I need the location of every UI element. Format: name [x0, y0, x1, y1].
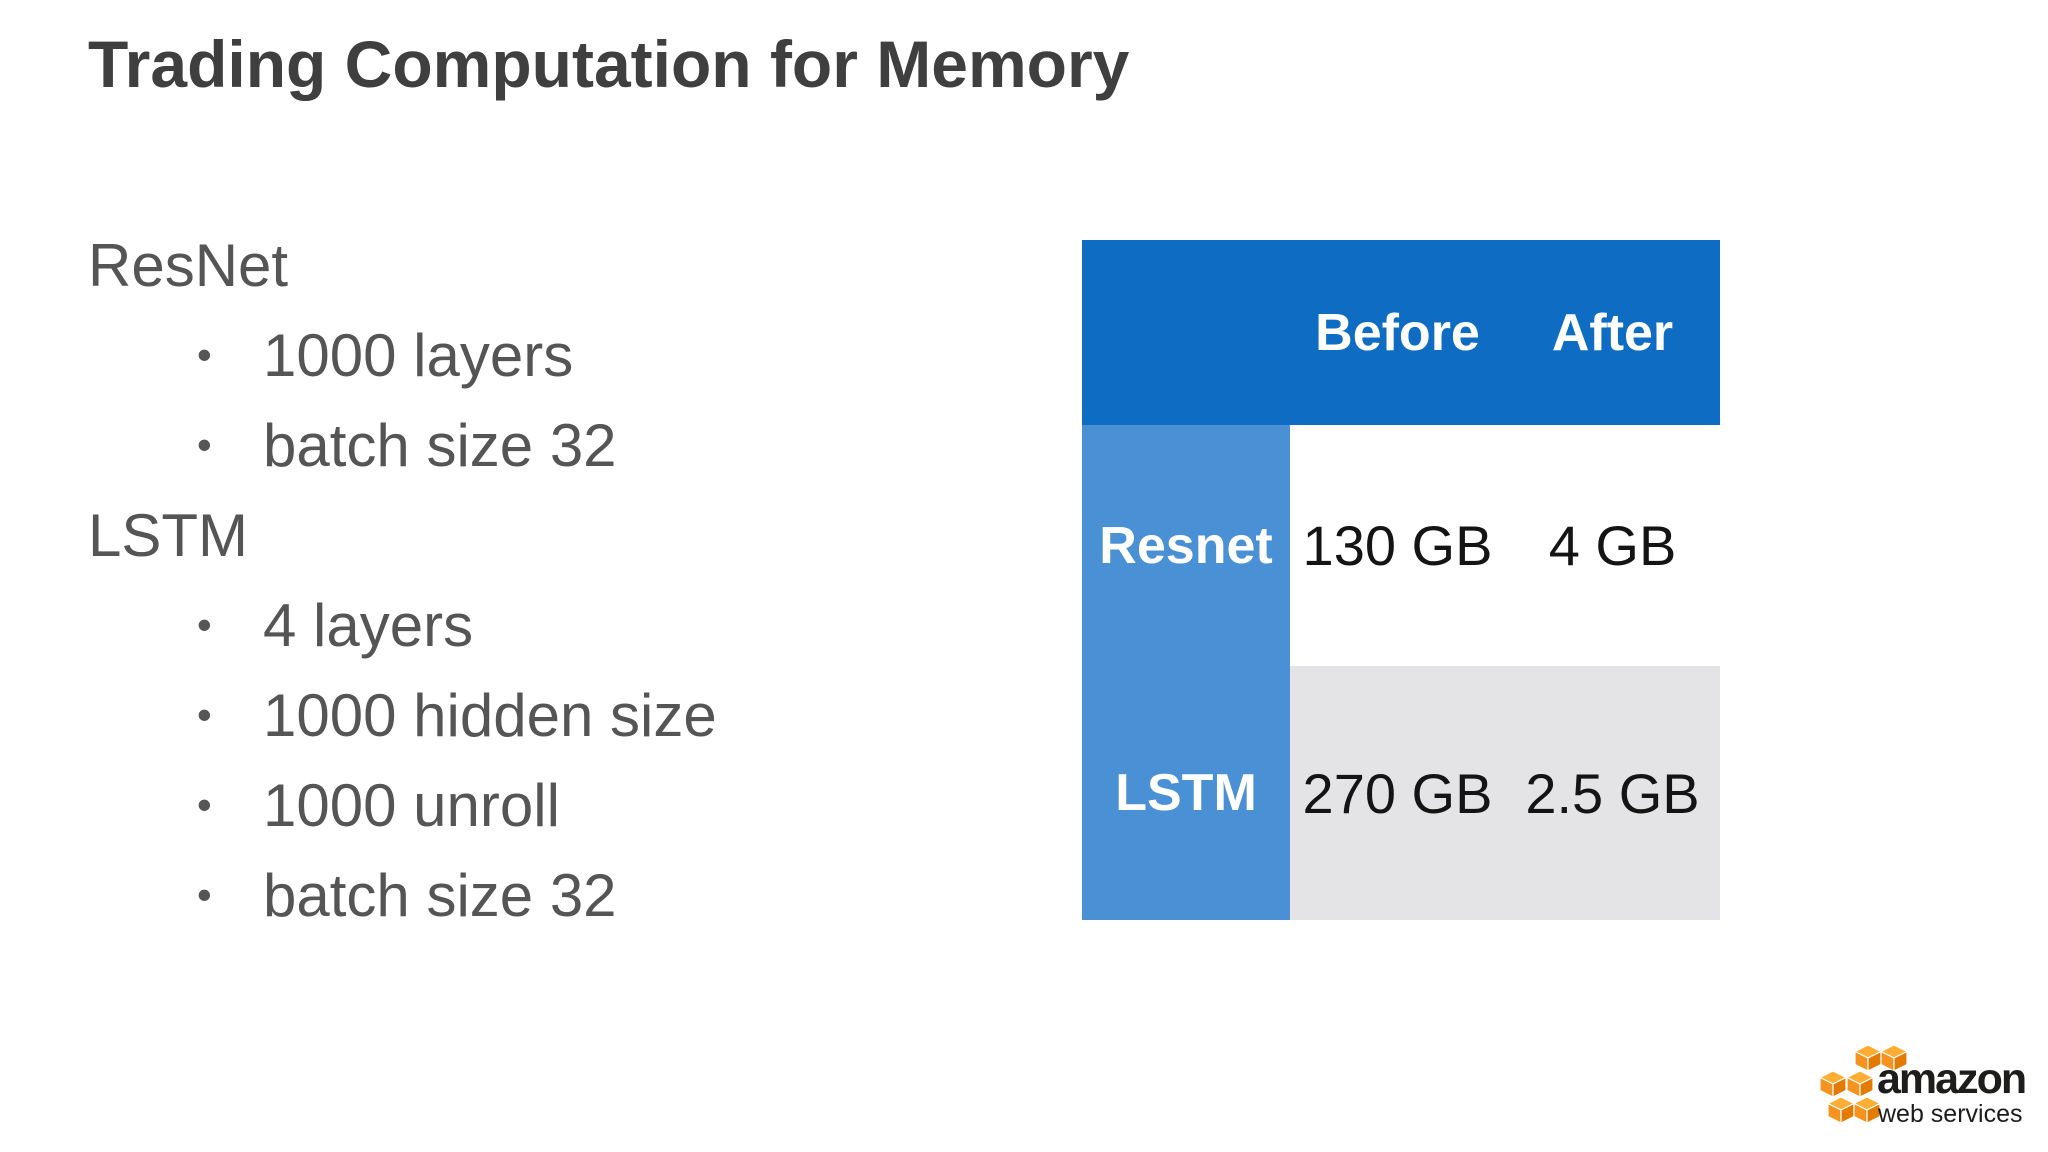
list-item: • batch size 32: [88, 400, 988, 490]
list-item: • 1000 layers: [88, 310, 988, 400]
page-title: Trading Computation for Memory: [88, 27, 1130, 101]
aws-brand-text: amazon: [1877, 1055, 2027, 1103]
list-item: • 4 layers: [88, 580, 988, 670]
aws-logo: amazon web services: [1820, 1042, 2030, 1138]
list-item-text: 1000 hidden size: [263, 681, 717, 749]
aws-boxes-icon: [1820, 1044, 1908, 1124]
outline-heading-lstm: LSTM: [88, 490, 988, 580]
table-row-label-lstm: LSTM: [1082, 666, 1290, 920]
table-row-label-resnet: Resnet: [1082, 425, 1290, 666]
bullet-icon: •: [197, 781, 212, 828]
outline-heading-label: ResNet: [88, 231, 289, 299]
aws-sub-text: web services: [1878, 1100, 2023, 1128]
list-item-text: 4 layers: [263, 591, 474, 659]
list-item-text: 1000 layers: [263, 321, 574, 389]
table-corner-cell: [1082, 240, 1290, 425]
bullet-icon: •: [197, 421, 212, 468]
bullet-icon: •: [197, 601, 212, 648]
table-cell-lstm-after: 2.5 GB: [1505, 666, 1720, 920]
table-header-after: After: [1505, 240, 1720, 425]
bullet-icon: •: [197, 691, 212, 738]
list-item-text: batch size 32: [263, 411, 617, 479]
outline-list: ResNet • 1000 layers • batch size 32 LST…: [88, 220, 988, 940]
aws-logo-text: amazon web services: [1877, 1055, 2027, 1128]
list-item: • 1000 unroll: [88, 760, 988, 850]
list-item: • 1000 hidden size: [88, 670, 988, 760]
outline-heading-label: LSTM: [88, 501, 249, 569]
memory-table: Before After Resnet 130 GB 4 GB LSTM 270…: [1082, 240, 1720, 920]
outline-heading-resnet: ResNet: [88, 220, 988, 310]
list-item: • batch size 32: [88, 850, 988, 940]
table-cell-resnet-before: 130 GB: [1290, 425, 1505, 666]
list-item-text: batch size 32: [263, 861, 617, 929]
table-header-before: Before: [1290, 240, 1505, 425]
table-cell-lstm-before: 270 GB: [1290, 666, 1505, 920]
table-cell-resnet-after: 4 GB: [1505, 425, 1720, 666]
bullet-icon: •: [197, 331, 212, 378]
list-item-text: 1000 unroll: [263, 771, 560, 839]
bullet-icon: •: [197, 871, 212, 918]
